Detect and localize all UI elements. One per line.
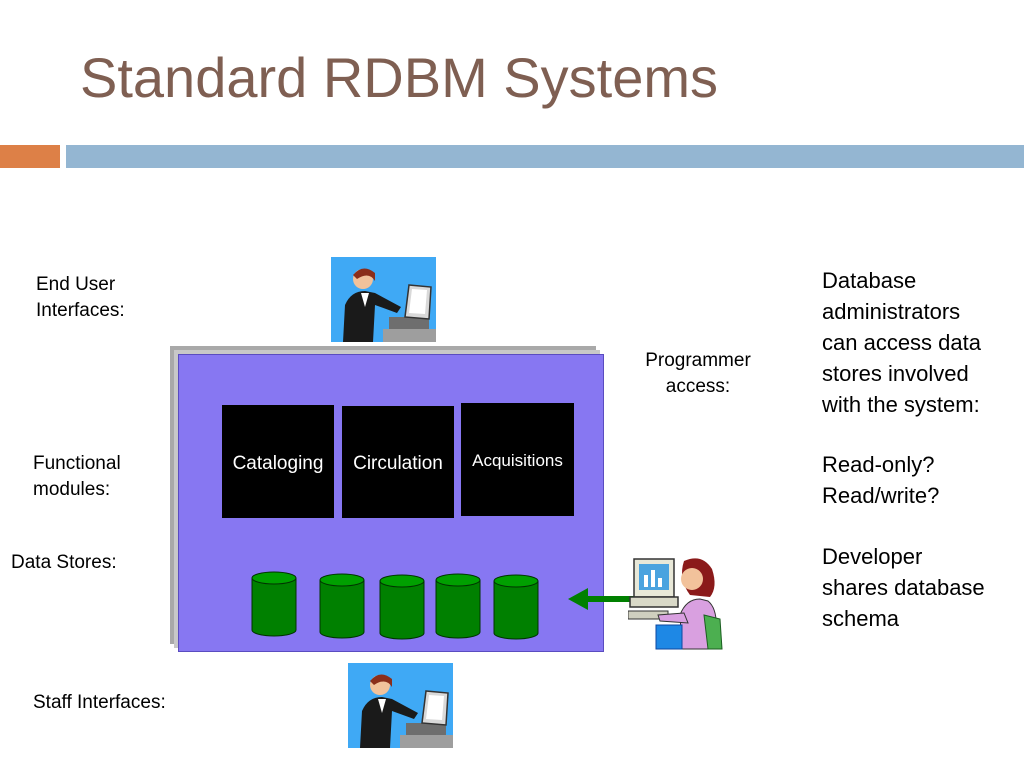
- developer-note: Developer shares database schema: [822, 544, 985, 631]
- programmer-access-arrow: [568, 588, 636, 610]
- acquisitions-module: Acquisitions: [461, 403, 574, 516]
- circulation-module: Circulation: [342, 406, 454, 518]
- page-title: Standard RDBM Systems: [80, 46, 718, 109]
- database-cylinder-icon: [319, 573, 365, 639]
- database-cylinder-icon: [379, 574, 425, 640]
- programmer-access-label: Programmer access:: [645, 350, 751, 397]
- data-stores-label: Data Stores:: [11, 552, 117, 573]
- access-mode-note: Read-only? Read/write?: [822, 452, 940, 508]
- programmer-at-computer-icon: [628, 558, 723, 650]
- database-cylinder-icon: [493, 574, 539, 640]
- accent-bar-blue: [66, 145, 1024, 168]
- staff-terminal-icon: [348, 663, 453, 748]
- database-cylinder-icon: [435, 573, 481, 639]
- end-user-terminal-icon: [331, 257, 436, 342]
- database-cylinder-icon: [251, 571, 297, 637]
- functional-modules-label: Functional modules:: [33, 453, 121, 500]
- staff-interfaces-label: Staff Interfaces:: [33, 692, 166, 713]
- accent-bar-orange: [0, 145, 60, 168]
- dba-note: Database administrators can access data …: [822, 268, 981, 417]
- cataloging-module: Cataloging: [222, 405, 334, 518]
- end-user-interfaces-label: End User Interfaces:: [36, 274, 125, 321]
